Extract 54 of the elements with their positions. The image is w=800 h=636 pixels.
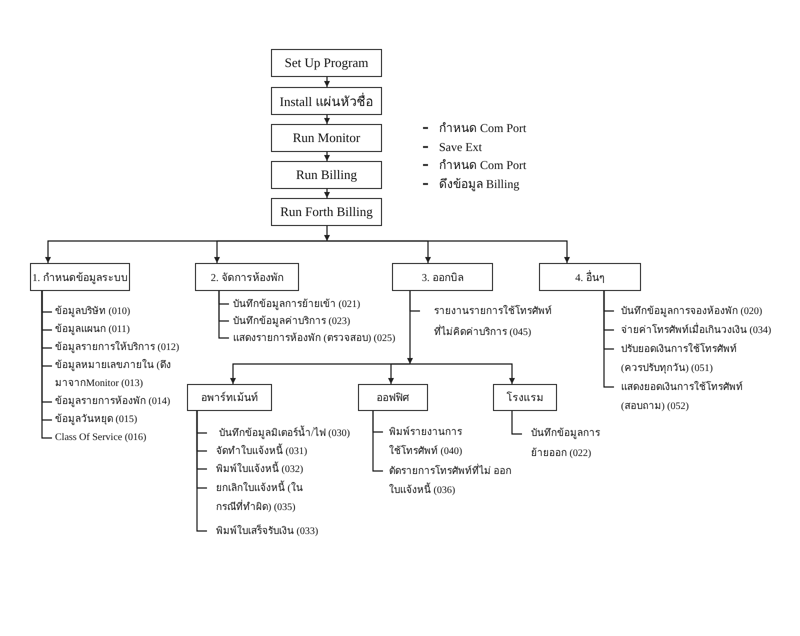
category-box: 3. ออกบิล	[392, 263, 493, 291]
category-box: ออฟฟิศ	[358, 384, 428, 411]
menu-item: ข้อมูลรายการให้บริการ (012)	[52, 339, 180, 357]
menu-item: พิมพ์ใบแจ้งหนี้ (032)	[207, 460, 304, 478]
arrow	[410, 363, 515, 384]
menu-item: พิมพ์ใบเสร็จรับเงิน (033)	[207, 522, 318, 540]
process-box: Set Up Program	[271, 49, 382, 77]
arrow	[324, 77, 330, 87]
tree-line	[511, 411, 522, 435]
category-box: โรงแรม	[493, 384, 557, 411]
menu-item: แสดงรายการห้องพัก (ตรวจสอบ) (025)	[229, 330, 396, 346]
note-text: กำหนด Com Port	[439, 120, 526, 136]
note-text: ดึงข้อมูล Billing	[439, 176, 520, 192]
arrow	[324, 115, 330, 124]
note-text: Save Ext	[439, 139, 482, 155]
menu-item: Class Of Service (016)	[52, 429, 146, 447]
menu-item: บันทึกข้อมูลการจองห้องพัก (020)	[614, 302, 762, 320]
menu-item: ยกเลิกใบแจ้งหนี้ (ในกรณีที่ทำผิด) (035)	[207, 478, 308, 516]
menu-item: จัดทำใบแจ้งหนี้ (031)	[207, 442, 308, 460]
tree-line	[409, 291, 420, 312]
category-box: 4. อื่นๆ	[539, 263, 641, 291]
menu-item: บันทึกข้อมูลการย้ายเข้า (021)	[229, 296, 360, 312]
arrow	[324, 226, 330, 241]
menu-item: บันทึกข้อมูลค่าบริการ (023)	[229, 312, 350, 330]
note-text: กำหนด Com Port	[439, 157, 526, 173]
process-box: Run Monitor	[271, 124, 382, 152]
process-box: Run Forth Billing	[271, 198, 382, 226]
menu-item: ข้อมูลรายการห้องพัก (014)	[52, 393, 170, 411]
category-box: อพาร์ทเม้นท์	[187, 384, 272, 411]
menu-item: ตัดรายการโทรศัพท์ที่ไม่ ออกใบแจ้งหนี้ (036)	[383, 462, 513, 500]
tree-line	[603, 291, 614, 388]
menu-item: จ่ายค่าโทรศัพท์เมื่อเกินวงเงิน (034)	[614, 320, 772, 340]
arrow	[324, 152, 330, 161]
process-box: Install แผ่นหัวชื่อ	[271, 87, 382, 115]
arrow	[214, 240, 327, 263]
menu-item: รายงานรายการใช้โทรศัพท์ที่ไม่คิดค่าบริการ (045)	[420, 300, 555, 342]
menu-item: ข้อมูลบริษัท (010)	[52, 303, 130, 321]
menu-item: ข้อมูลหมายเลขภายใน (ดึงมาจากMonitor (013)	[52, 357, 171, 393]
menu-item: แสดงยอดเงินการใช้โทรศัพท์ (สอบถาม) (052)	[614, 378, 749, 416]
menu-item: พิมพ์รายงานการใช้โทรศัพท์ (040)	[383, 422, 467, 460]
arrow	[327, 240, 570, 263]
process-box: Run Billing	[271, 161, 382, 189]
tree-line	[196, 411, 207, 532]
menu-item: บันทึกข้อมูลการย้ายออก (022)	[522, 424, 603, 464]
tree-line	[218, 291, 229, 339]
arrow	[324, 189, 330, 198]
menu-item: ข้อมูลแผนก (011)	[52, 321, 130, 339]
tree-line	[372, 411, 383, 472]
category-box: 1. กำหนดข้อมูลระบบ	[30, 263, 130, 291]
arrow	[388, 363, 410, 384]
menu-item: บันทึกข้อมูลมิเตอร์น้ำ/ไฟ (030)	[207, 424, 350, 442]
category-box: 2. จัดการห้องพัก	[195, 263, 299, 291]
menu-item: ข้อมูลวันหยุด (015)	[52, 411, 138, 429]
menu-item: ปรับยอดเงินการใช้โทรศัพท์ (ควรปรับทุกวัน) (051)	[614, 340, 749, 378]
